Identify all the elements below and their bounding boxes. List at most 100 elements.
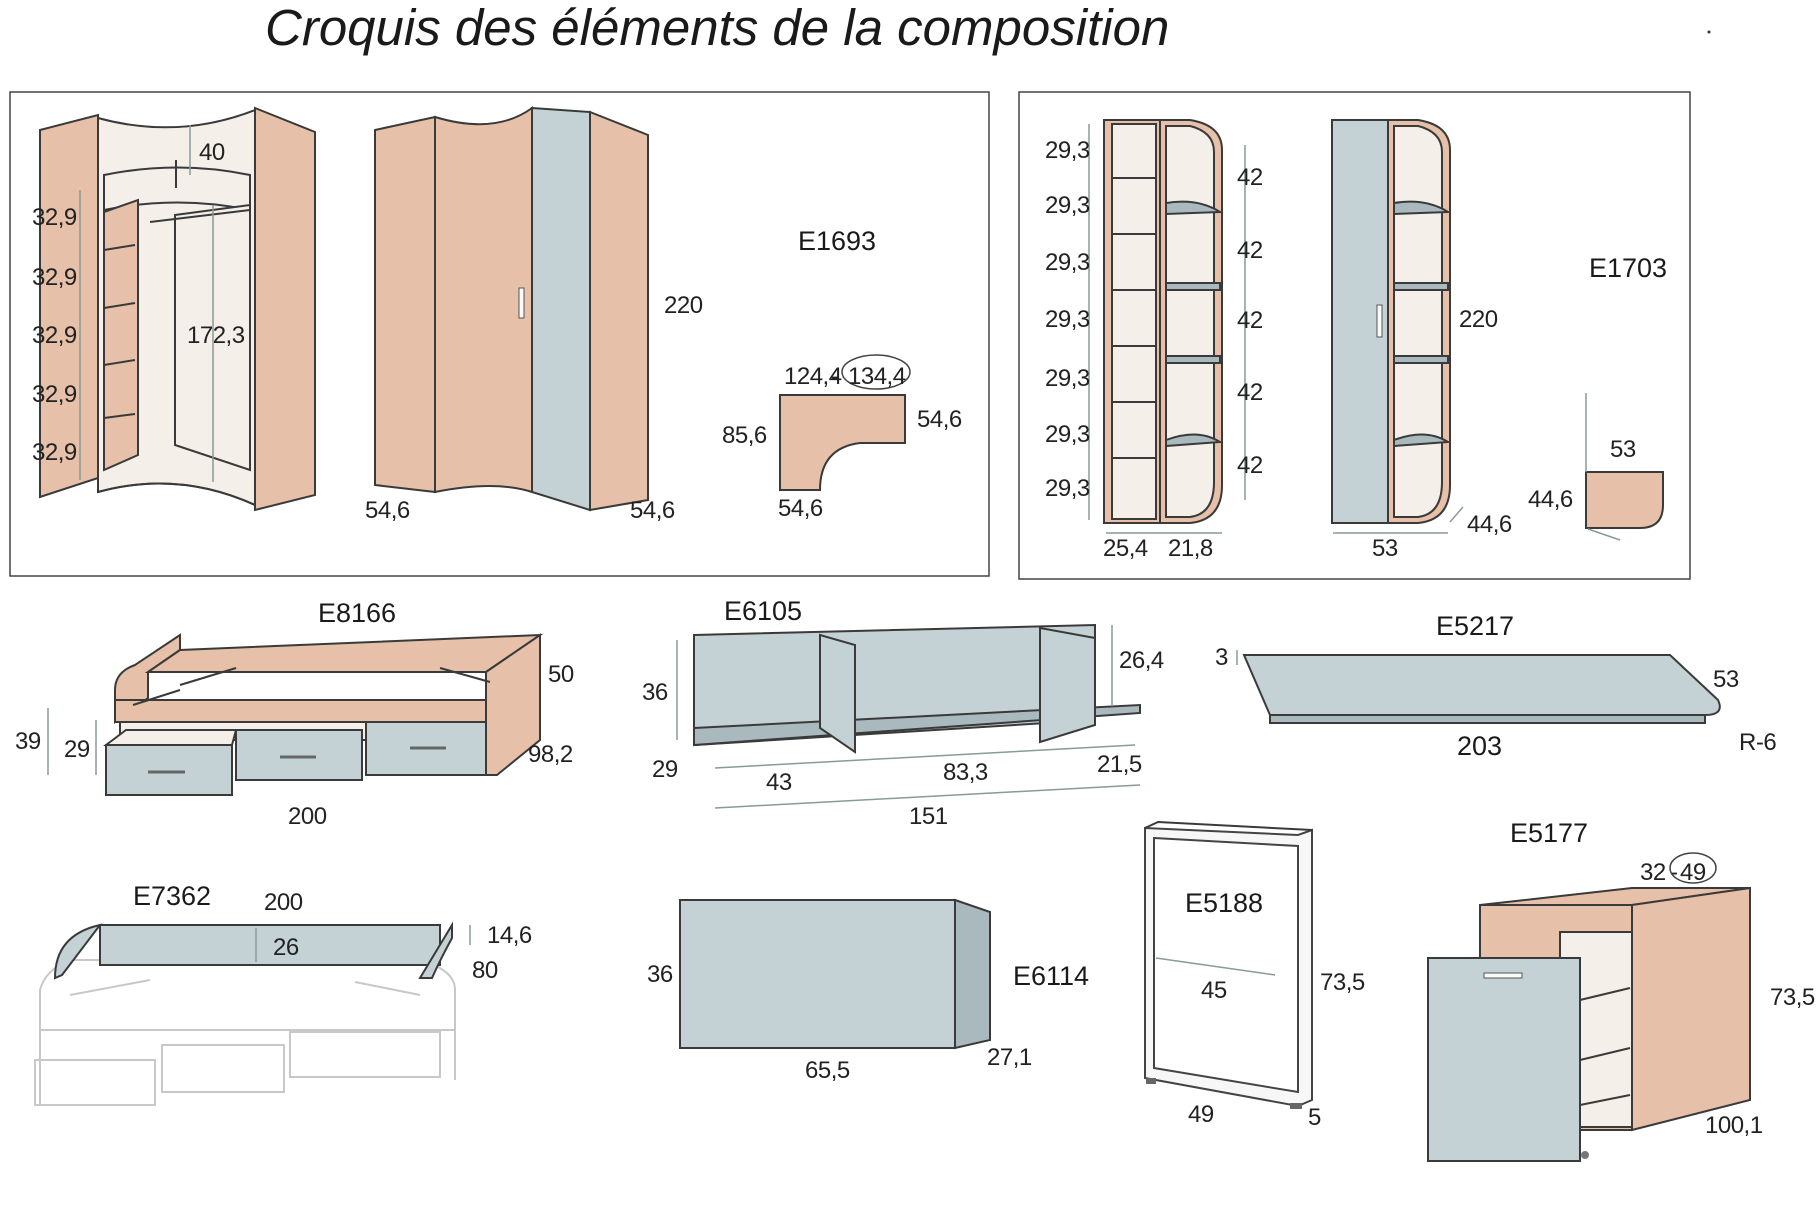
e1703-left-shelf: 29,3 [1045, 306, 1090, 333]
e6114-front [679, 899, 956, 1049]
e1693-highlight-ellipse [841, 354, 911, 390]
e7362-drawer-outline [34, 1059, 156, 1106]
e1703-left-shelf: 29,3 [1045, 137, 1090, 164]
e1703-depth: 44,6 [1467, 511, 1512, 538]
e1693-plan-right: 54,6 [917, 406, 962, 433]
e1703-width-b: 21,8 [1168, 535, 1213, 562]
e6114-cabinet [679, 898, 991, 1050]
e1693-plan-width-b: 134,4 [848, 363, 906, 390]
e8166-depth: 98,2 [528, 741, 573, 768]
e6105-divider [819, 633, 856, 754]
e5177-side [1631, 886, 1751, 1132]
e1693-open-wardrobe [39, 106, 316, 512]
e6114-height: 36 [647, 961, 673, 988]
e5188-foot-dim: 5 [1308, 1104, 1321, 1131]
e1703-frame [1018, 91, 1691, 580]
e5177-height: 73,5 [1770, 984, 1815, 1011]
e5188-foot [1146, 1078, 1156, 1084]
e1693-shelf [103, 359, 136, 366]
e1693-code: E1693 [798, 226, 876, 256]
e1693-plan-left: 85,6 [722, 422, 767, 449]
e1693-right-side [254, 106, 316, 512]
e1703-width-a: 25,4 [1103, 535, 1148, 562]
e1693-depth-right: 54,6 [630, 497, 675, 524]
e5217-code: E5217 [1436, 611, 1514, 641]
e1703-left-interior [1111, 123, 1157, 520]
e7362-height: 26 [273, 934, 299, 961]
e1693-plan-bottom: 54,6 [778, 495, 823, 522]
e1703-plan-left: 44,6 [1528, 486, 1573, 513]
e8166-drawer-top [103, 729, 238, 746]
e1693-shelf-dim: 32,9 [32, 381, 77, 408]
e6105-height-side: 26,4 [1119, 647, 1164, 674]
e5188-frame [1144, 826, 1313, 1108]
e1693-shelf [103, 413, 136, 419]
e7362-drawer-outline [289, 1031, 441, 1078]
e7362-rail-panel [99, 924, 441, 966]
e1703-depth-line [1449, 506, 1464, 523]
e1693-left-door [374, 115, 436, 494]
e5188-depth: 49 [1188, 1101, 1214, 1128]
e6114-width: 65,5 [805, 1057, 850, 1084]
e6105-seg-line [714, 744, 1136, 769]
e5177-highlight-ellipse [1669, 852, 1717, 884]
e1703-left-shelf: 29,3 [1045, 365, 1090, 392]
e6105-divider [1039, 626, 1096, 744]
e1693-height: 220 [664, 292, 703, 319]
e5188-height: 73,5 [1320, 969, 1365, 996]
e8166-code: E8166 [318, 598, 396, 628]
e1703-left-shelf: 29,3 [1045, 475, 1090, 502]
e1703-curved-shelf [1393, 282, 1449, 291]
e1703-height: 220 [1459, 306, 1498, 333]
e5177-drawer-unit [1427, 886, 1751, 1162]
e1703-curved-shelf [1393, 200, 1452, 216]
page-title: Croquis des éléments de la composition [265, 0, 1169, 56]
e6114-depth: 27,1 [987, 1044, 1032, 1071]
e6114-code: E6114 [1013, 961, 1089, 991]
e6105-height: 36 [642, 679, 668, 706]
e7362-drawer-outline [161, 1044, 285, 1093]
e1703-right-shelf: 42 [1237, 452, 1263, 479]
e1703-right-shelf: 42 [1237, 164, 1263, 191]
e1703-curved-shelf [1165, 282, 1221, 291]
e5217-top-surface [1242, 654, 1721, 716]
e1693-inner-height-dim: 172,3 [187, 322, 245, 349]
e1693-shelf-dim: 32,9 [32, 439, 77, 466]
e8166-drawer [105, 744, 233, 796]
e1703-curved-shelf [1165, 200, 1224, 216]
e1703-curved-interior [1393, 125, 1443, 518]
e1693-shelf-dim: 32,9 [32, 264, 77, 291]
e1703-right-shelf: 42 [1237, 307, 1263, 334]
e7362-code: E7362 [133, 881, 211, 911]
e6105-shelf-unit [676, 623, 1141, 809]
e6105-total-line [714, 784, 1141, 809]
e5177-width-sep: - [1670, 859, 1678, 886]
e5217-edge [1269, 714, 1706, 724]
e1703-right-shelf: 42 [1237, 379, 1263, 406]
e5177-shelf [1579, 1047, 1631, 1061]
e8166-height-back: 50 [548, 661, 574, 688]
e6105-seg-c: 21,5 [1097, 751, 1142, 778]
e1703-door-handle [1376, 304, 1383, 338]
e1703-code: E1703 [1589, 253, 1667, 283]
e5177-shelf [1579, 1094, 1631, 1106]
e7362-length: 200 [264, 889, 303, 916]
e5217-desktop [1236, 650, 1721, 724]
e1693-shelf-dim: 32,9 [32, 322, 77, 349]
e6105-bottom-shelf [693, 703, 1141, 747]
e1703-closed-bookcase [1331, 119, 1464, 534]
stray-dot [1707, 30, 1711, 34]
e6105-depth: 29 [652, 756, 678, 783]
e7362-bed-rail [34, 921, 471, 1106]
e5177-wheel [1581, 1151, 1589, 1159]
e1703-curved-shelf [1165, 355, 1221, 364]
e5188-width: 45 [1201, 977, 1227, 1004]
e8166-length: 200 [288, 803, 327, 830]
e8166-slat [132, 689, 181, 706]
e1703-right-shelf: 42 [1237, 237, 1263, 264]
e5188-foot [1290, 1103, 1302, 1109]
e1703-curved-shelf [1393, 355, 1449, 364]
e8166-backrest-top [144, 633, 544, 673]
e1693-closed-wardrobe [374, 106, 649, 512]
e1703-left-shelf: 29,3 [1045, 421, 1090, 448]
